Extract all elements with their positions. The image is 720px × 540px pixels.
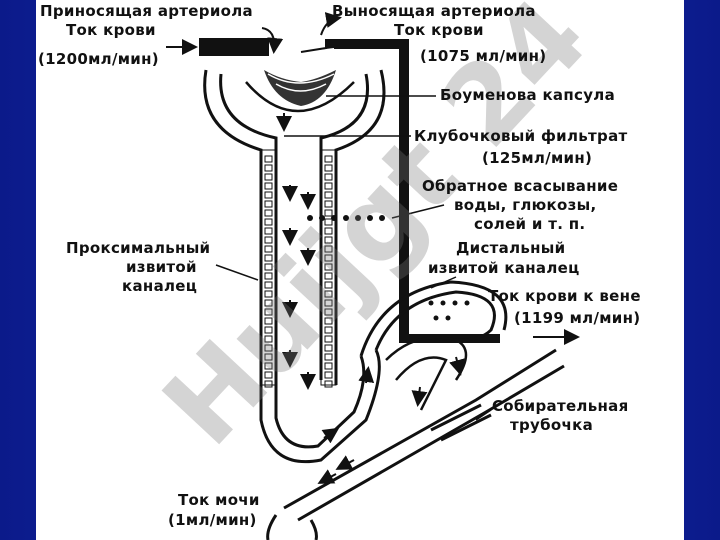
tubule-cell [324, 371, 333, 379]
vein-flow-title: Ток крови к вене [488, 287, 641, 305]
tubule-cell [264, 236, 273, 244]
tubule-cell [324, 155, 333, 163]
proximal-line1: Проксимальный [66, 239, 211, 257]
henle-loop [259, 349, 381, 464]
tubule-cell [264, 200, 273, 208]
tubule-cell [324, 191, 333, 199]
glomerulus [264, 70, 336, 106]
filtrate-label: Клубочковый фильтрат [414, 127, 628, 145]
afferent-flow-title: Ток крови [66, 21, 156, 39]
collecting-line2: трубочка [510, 416, 593, 434]
tubule-cell [324, 290, 333, 298]
tubule-cell [264, 281, 273, 289]
bowman-capsule [203, 69, 263, 385]
tubule-cell [264, 371, 273, 379]
tubule-cell [324, 272, 333, 280]
tubule-cell [264, 173, 273, 181]
collecting-line1: Собирательная [492, 397, 629, 415]
tubule-cell [264, 308, 273, 316]
slide: Huijgt 24 Приносящая артериола Ток крови… [36, 0, 684, 540]
filtrate-value: (125мл/мин) [482, 149, 593, 167]
tubule-cell [324, 281, 333, 289]
tubule-cell [324, 263, 333, 271]
tubule-cell [264, 191, 273, 199]
urine-flow-title: Ток мочи [178, 491, 260, 509]
collecting-duct [283, 348, 557, 510]
tubule-cell [324, 362, 333, 370]
afferent-flow-value: (1200мл/мин) [38, 50, 159, 68]
proximal-tubule-cells [260, 149, 337, 386]
tubule-cell [324, 209, 333, 217]
tubule-cell [264, 380, 273, 388]
distal-line1: Дистальный [456, 239, 566, 257]
efferent-arteriole-label: Выносящая артериола [332, 2, 536, 20]
tubule-cell [264, 317, 273, 325]
tubule-cell [324, 236, 333, 244]
tubule-cell [324, 227, 333, 235]
tubule-cell [324, 182, 333, 190]
reabsorption-line1: Обратное всасывание [422, 177, 619, 195]
proximal-line3: каналец [122, 277, 198, 295]
tubule-cell [264, 182, 273, 190]
tubule-cell [264, 155, 273, 163]
tubule-cell [324, 353, 333, 361]
tubule-cell [264, 272, 273, 280]
efferent-flow-title: Ток крови [394, 21, 484, 39]
urine-flow-value: (1мл/мин) [168, 511, 257, 529]
vein-flow-value: (1199 мл/мин) [514, 309, 641, 327]
tubule-cell [324, 254, 333, 262]
tubule-cell [324, 245, 333, 253]
tubule-cell [324, 317, 333, 325]
proximal-line2: извитой [126, 258, 197, 276]
tubule-cell [324, 299, 333, 307]
efferent-flow-value: (1075 мл/мин) [420, 47, 547, 65]
pointer-lines [215, 95, 492, 421]
nephron-diagram [166, 12, 580, 540]
tubule-cell [324, 344, 333, 352]
tubule-cell [324, 335, 333, 343]
tubule-cell [264, 164, 273, 172]
tubule-cell [264, 218, 273, 226]
tubule-cell [264, 227, 273, 235]
tubule-cell [324, 200, 333, 208]
flow-arrows [166, 12, 580, 484]
tubule-cell [264, 254, 273, 262]
afferent-arteriole-label: Приносящая артериола [40, 2, 253, 20]
tubule-cell [264, 299, 273, 307]
tubule-cell [264, 326, 273, 334]
reabsorption-dots [307, 215, 385, 221]
tubule-cell [324, 164, 333, 172]
tubule-cell [324, 380, 333, 388]
distal-dots [428, 300, 470, 321]
efferent-arteriole [300, 39, 500, 343]
tubule-cell [264, 362, 273, 370]
tubule-cell [264, 209, 273, 217]
tubule-cell [264, 353, 273, 361]
tubule-cell [324, 308, 333, 316]
tubule-cell [324, 218, 333, 226]
tubule-cells [264, 155, 333, 388]
reabsorption-line3: солей и т. п. [474, 215, 586, 233]
tubule-cell [324, 326, 333, 334]
distal-tubule [374, 290, 496, 351]
tubule-cell [264, 290, 273, 298]
tubule-cell [324, 173, 333, 181]
tubule-cell [264, 245, 273, 253]
afferent-arteriole [199, 38, 269, 56]
tubule-cell [264, 263, 273, 271]
tubule-cell [264, 344, 273, 352]
tubule-cell [264, 335, 273, 343]
bowman-capsule-label: Боуменова капсула [440, 86, 615, 104]
reabsorption-line2: воды, глюкозы, [454, 196, 597, 214]
distal-line2: извитой каналец [428, 259, 580, 277]
